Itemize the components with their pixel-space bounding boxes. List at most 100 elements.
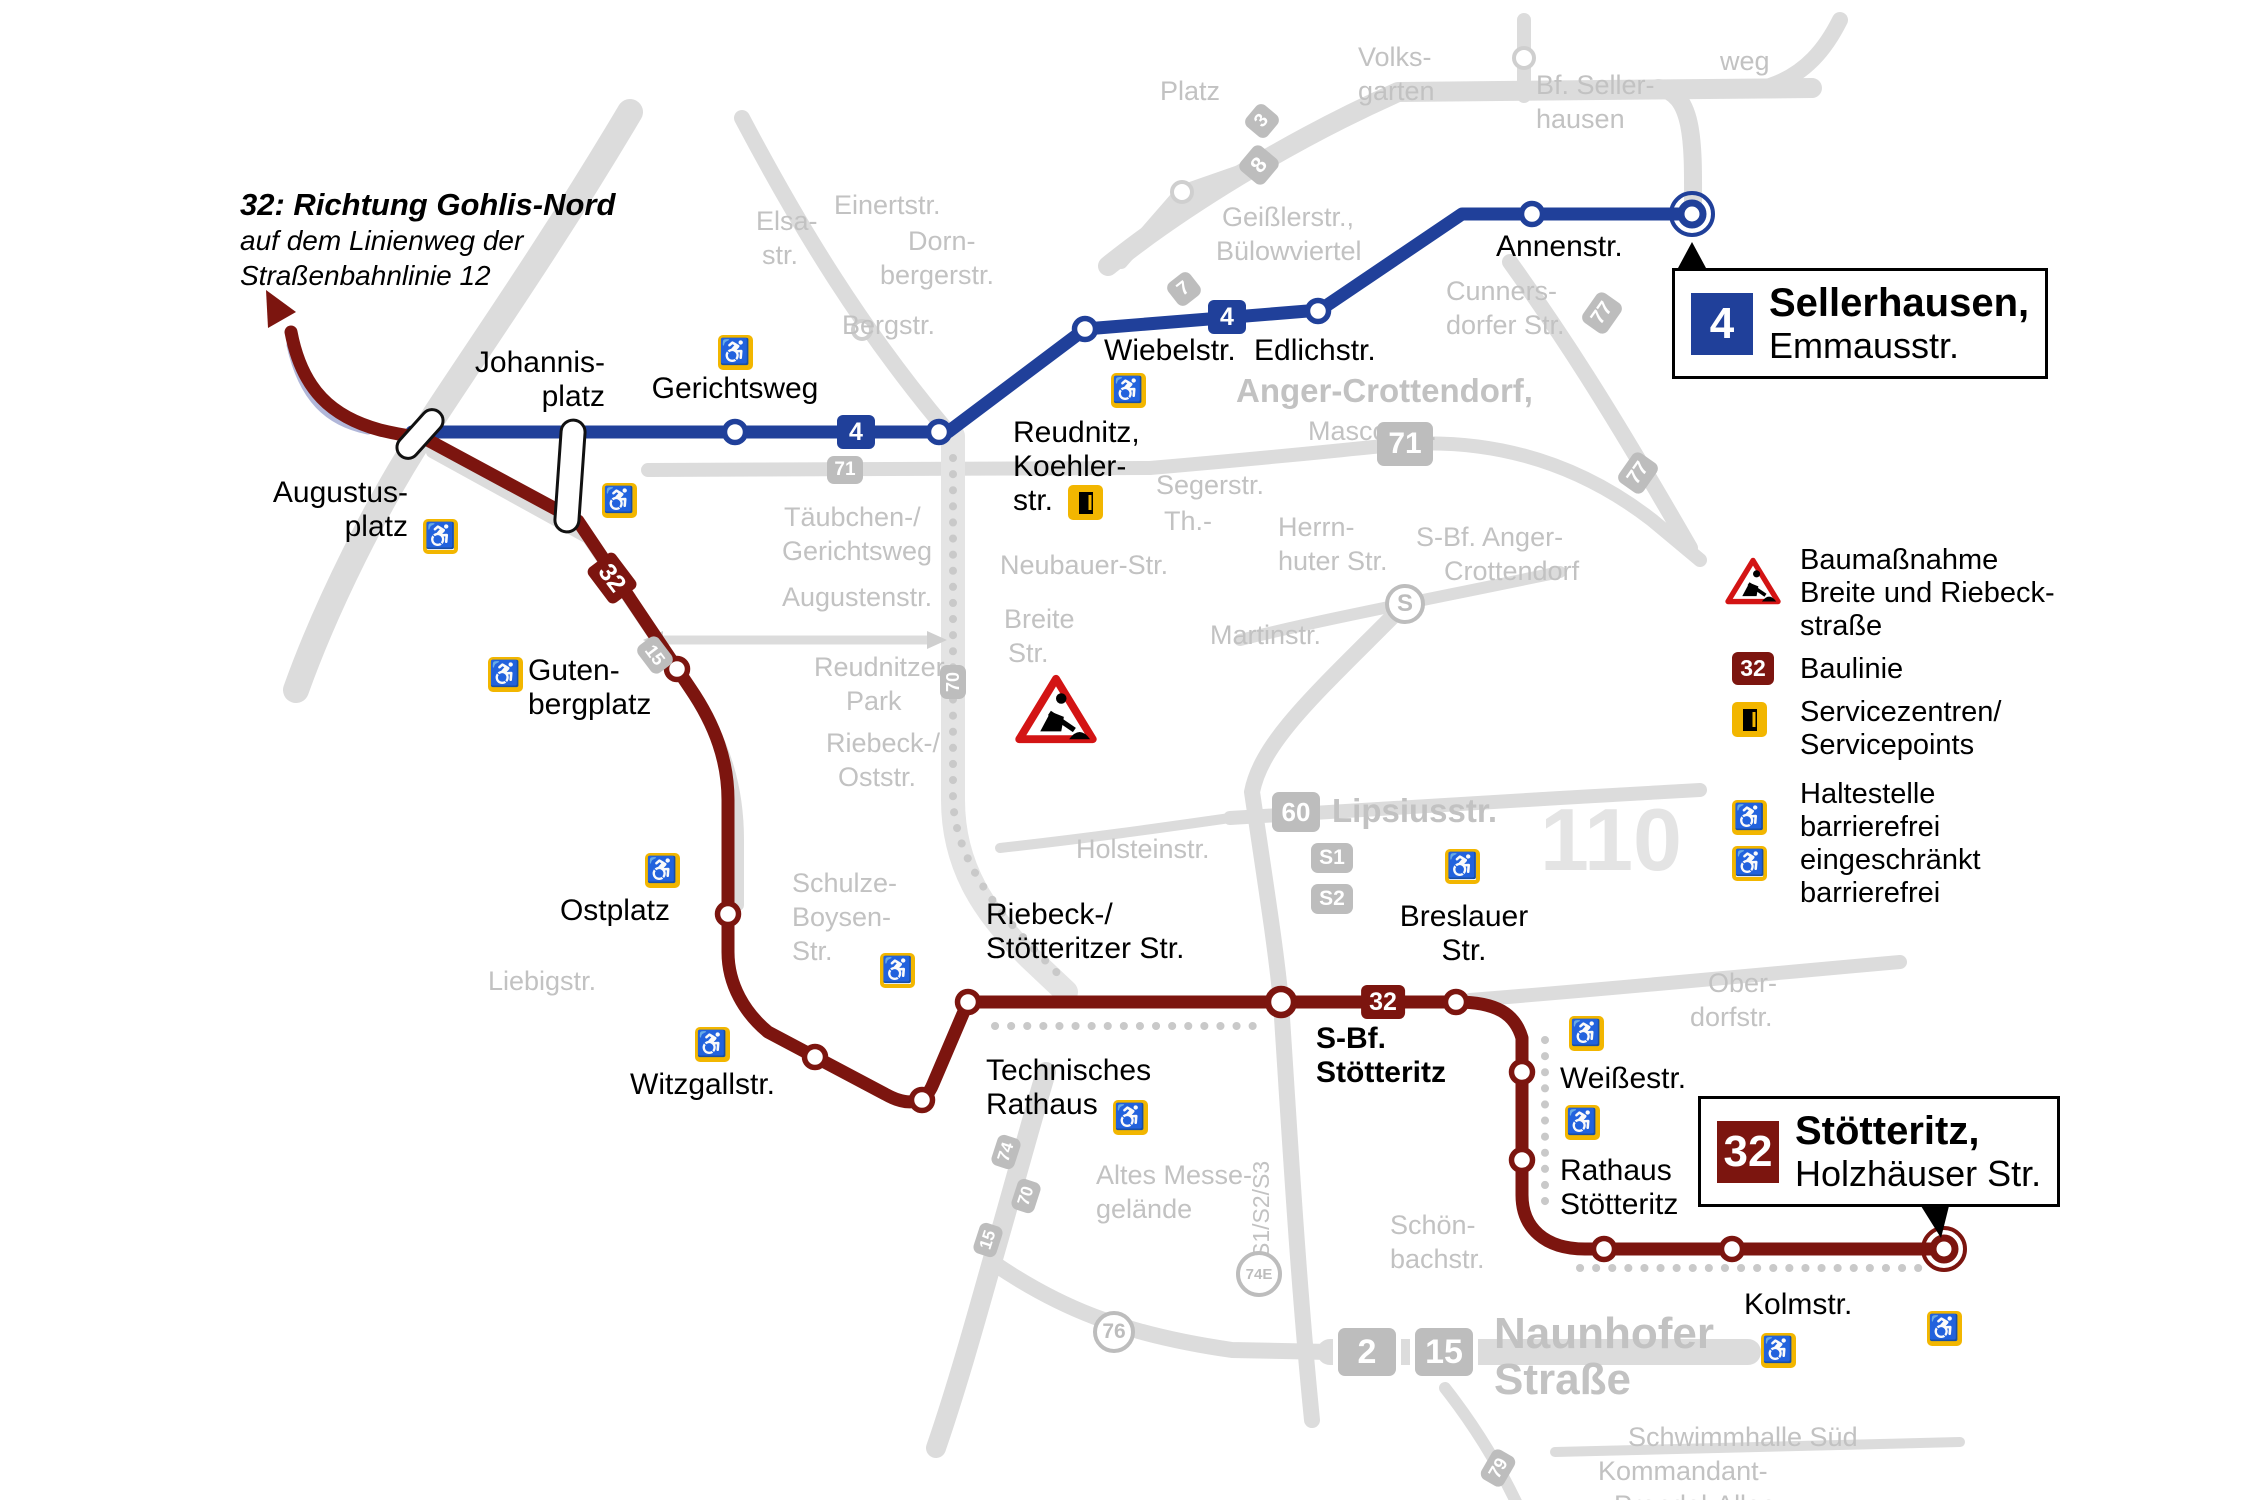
bg-station-label: S-Bf. Anger-	[1416, 522, 1564, 552]
bg-station-label: Crottendorf	[1444, 556, 1580, 586]
legend-accessibility-line4: barrierefrei	[1800, 877, 1941, 909]
construction-closed-section-dotted	[949, 454, 1932, 1272]
bg-station-label: Gerichtsweg	[782, 536, 933, 566]
bg-station-label: Bf. Seller-	[1536, 70, 1655, 100]
line-4-number-badge: 4	[1691, 292, 1753, 355]
terminus-marker	[1929, 1234, 1959, 1264]
station-label: Reudnitz, Koehler- str.	[1013, 416, 1140, 518]
bg-line-number-badge: 70	[940, 665, 966, 699]
bg-station-label: Geißlerstr.,	[1222, 202, 1355, 232]
line-32-number-badge: 32	[1717, 1120, 1779, 1183]
legend-service-line1: Servicezentren/	[1800, 696, 2002, 728]
station-marker	[1518, 200, 1546, 228]
route-note-line2: auf dem Linienweg der	[240, 225, 524, 257]
station-label: Augustus- platz	[272, 476, 408, 544]
bg-station-label: weg	[1720, 46, 1770, 76]
legend-construction-line1: Baumaßnahme	[1800, 544, 1999, 576]
line4-terminus-destination-badge: 4 Sellerhausen, Emmausstr.	[1672, 268, 2049, 380]
bg-station-label: Einertstr.	[834, 190, 941, 220]
station-marker	[721, 418, 749, 446]
augustusplatz-interchange-marker	[395, 408, 445, 460]
station-marker	[1304, 297, 1332, 325]
johannisplatz-interchange-marker	[553, 418, 587, 534]
bg-station-label: Kommandant-	[1598, 1456, 1768, 1486]
station-label: Witzgallstr.	[630, 1068, 776, 1101]
wheelchair-icon: ♿	[1926, 1310, 1962, 1346]
bg-station-label: 110	[1540, 790, 1682, 889]
bg-station-label: Th.-	[1164, 506, 1213, 536]
wheelchair-icon: ♿	[1568, 1015, 1604, 1051]
station-marker	[714, 900, 742, 928]
line-number-badge: 4	[1208, 300, 1246, 334]
legend-construction-line3: straße	[1800, 610, 1883, 642]
bg-station-label: Prendel-Allee	[1614, 1492, 1776, 1500]
bg-station-label: garten	[1358, 76, 1435, 106]
wheelchair-icon: ♿	[717, 334, 753, 370]
bg-line-number-badge: 2	[1338, 1328, 1396, 1376]
bg-station-label: Cunners-	[1446, 276, 1558, 306]
bg-station-label: Segerstr.	[1156, 470, 1265, 500]
bg-station-label: str.	[762, 240, 799, 270]
bg-station-label: gelände	[1096, 1194, 1193, 1224]
wheelchair-icon: ♿	[1564, 1104, 1600, 1140]
bg-line-number-badge: S2	[1311, 884, 1353, 914]
bg-line-number-badge: 60	[1272, 792, 1320, 832]
station-marker	[1718, 1235, 1746, 1263]
terminus-outer-ring	[1921, 1226, 1967, 1272]
bg-station-label: dorfstr.	[1690, 1002, 1773, 1032]
bg-station-label: Str.	[792, 936, 833, 966]
bg-line-number-badge: 15	[1415, 1328, 1473, 1376]
bg-station-label: Herrn-	[1278, 512, 1355, 542]
wheelchair-icon: ♿	[1732, 800, 1767, 835]
service-point-icon	[1732, 702, 1767, 737]
bg-station-label: Naunhofer	[1494, 1309, 1714, 1358]
station-label: Wiebelstr.	[1104, 334, 1236, 367]
bg-line-number-badge: S1	[1311, 843, 1353, 873]
bg-station-label: Str.	[1008, 638, 1049, 668]
legend-accessibility-line3: eingeschränkt	[1800, 844, 1981, 876]
map-legend: Baumaßnahme Breite und Riebeck- straße 3…	[1724, 540, 2224, 950]
bg-station-label: Anger-Crottendorf,	[1236, 372, 1533, 409]
bg-station-label: Liebigstr.	[488, 966, 597, 996]
legend-line32-badge: 32	[1732, 652, 1774, 685]
wheelchair-icon: ♿	[601, 482, 637, 518]
bg-station-label: bergerstr.	[880, 260, 995, 290]
bg-station-label: Riebeck-/	[826, 728, 941, 758]
line-32-route	[284, 325, 1951, 1256]
line32-terminus-destination-badge: 32 Stötteritz, Holzhäuser Str.	[1698, 1096, 2061, 1208]
station-marker	[1508, 1146, 1536, 1174]
legend-baulinie-label: Baulinie	[1800, 653, 1904, 685]
line4-terminus-name: Sellerhausen,	[1769, 281, 2030, 325]
station-marker	[1508, 1058, 1536, 1086]
station-marker	[1442, 988, 1470, 1016]
bg-station-label: Martinstr.	[1210, 620, 1322, 650]
wheelchair-icon: ♿	[1110, 372, 1146, 408]
wheelchair-icon: ♿	[1760, 1332, 1796, 1368]
wheelchair-limited-icon: ♿	[1732, 846, 1767, 881]
station-marker	[663, 655, 691, 683]
terminus-outer-ring	[1669, 191, 1715, 237]
line-number-badge: 32	[1361, 985, 1405, 1019]
wheelchair-icon: ♿	[487, 656, 523, 692]
station-label: Rathaus Stötteritz	[1560, 1154, 1679, 1222]
service-point-icon	[1068, 485, 1103, 520]
wheelchair-icon: ♿	[694, 1026, 730, 1062]
wheelchair-icon: ♿	[1112, 1099, 1148, 1135]
station-label: Ostplatz	[559, 894, 670, 927]
station-label: Gerichtsweg	[651, 372, 819, 405]
bg-station-label: Oststr.	[838, 762, 917, 792]
line-number-badge: 4	[837, 415, 875, 449]
bg-station-label: Bülowviertel	[1216, 236, 1362, 266]
bg-line-number-badge: S	[1385, 584, 1425, 624]
line4-terminus-names: Sellerhausen, Emmausstr.	[1769, 281, 2029, 366]
line-32-direction-arrow	[266, 290, 296, 328]
legend-accessibility-line1: Haltestelle	[1800, 778, 1936, 810]
bg-station-label: bachstr.	[1390, 1244, 1485, 1274]
legend-accessibility-line2: barrierefrei	[1800, 811, 1941, 843]
station-label: Weißestr.	[1560, 1062, 1687, 1095]
line32-terminus-street: Holzhäuser Str.	[1795, 1153, 2042, 1194]
station-marker	[908, 1086, 936, 1114]
bg-station-label: Volks-	[1358, 42, 1432, 72]
bg-station-label: Dorn-	[908, 226, 976, 256]
station-marker	[801, 1043, 829, 1071]
